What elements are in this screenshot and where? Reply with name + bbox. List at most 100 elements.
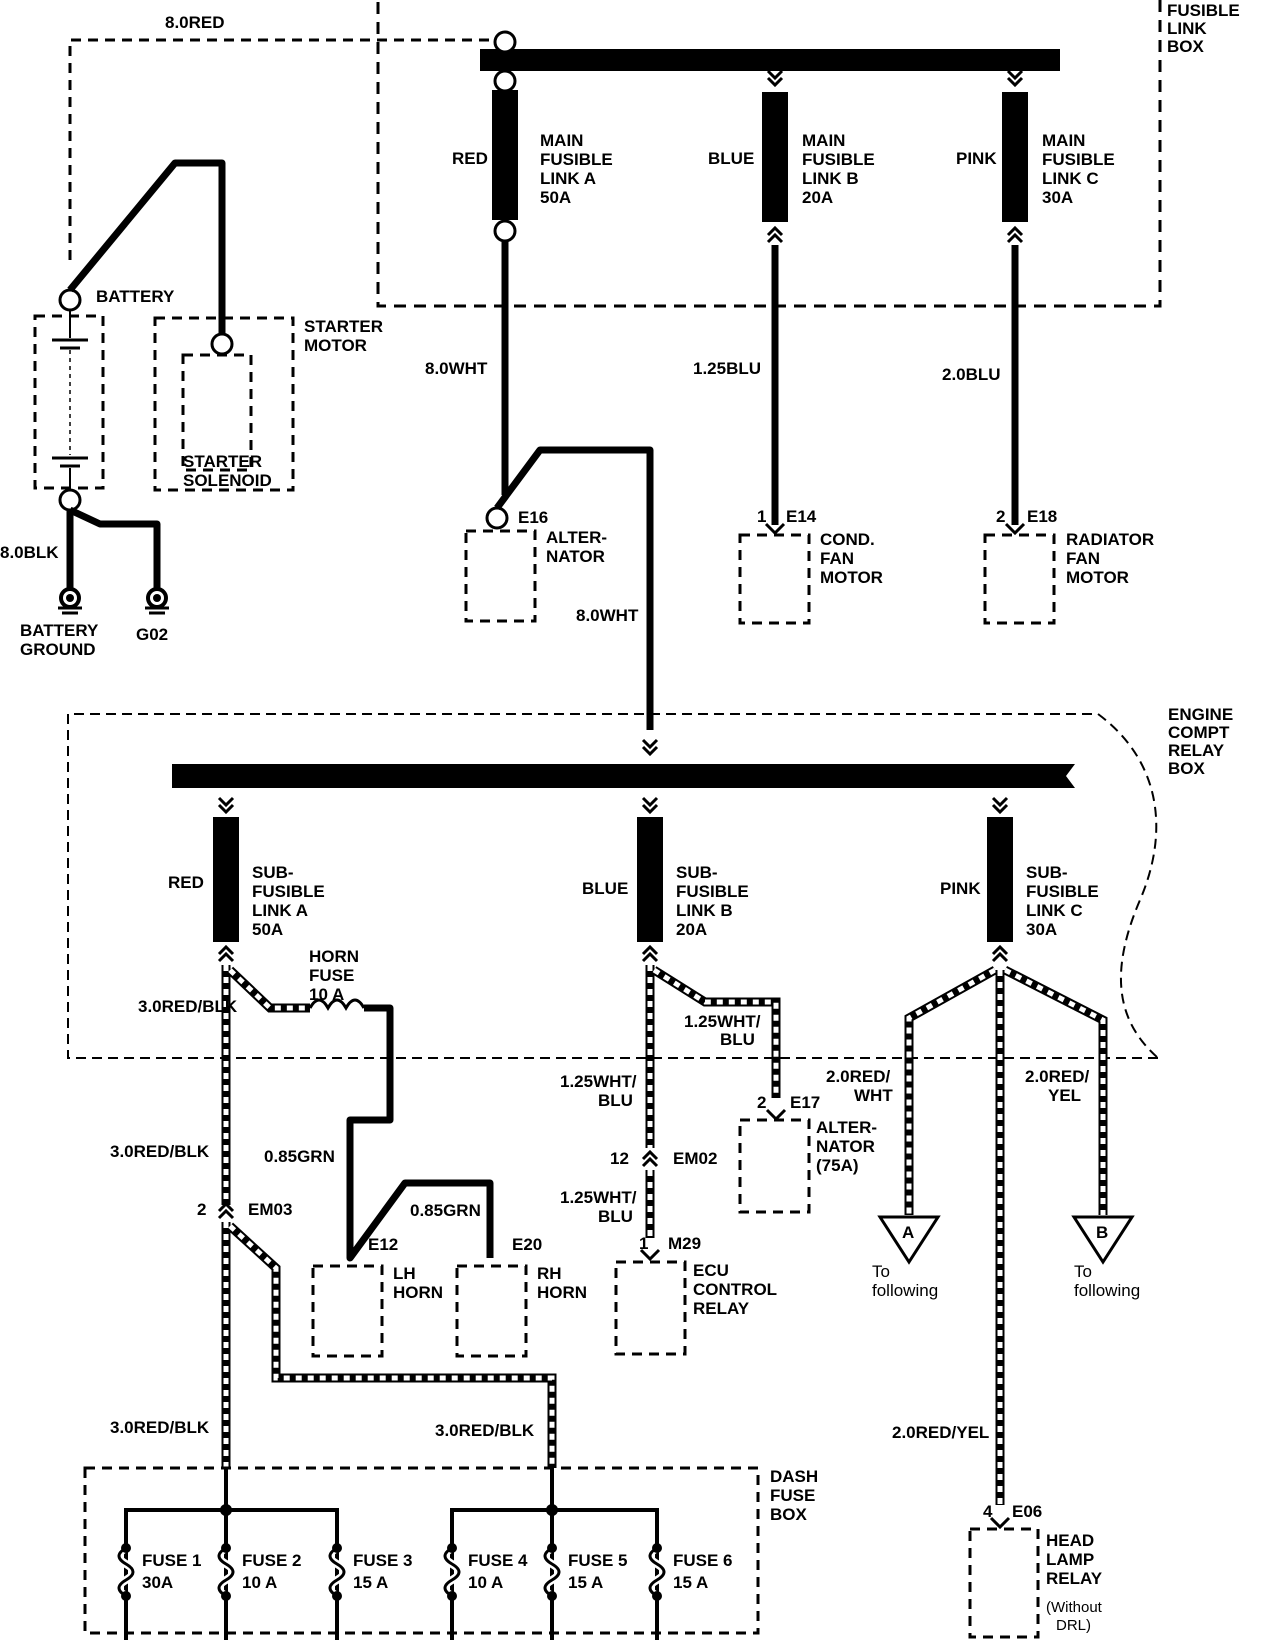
alternator-connector: E16 [518,508,548,527]
offpage-a-letter: A [902,1223,914,1242]
cond-fan-label: COND. FAN MOTOR [820,530,883,587]
offpage-connector-b: B To following [1071,1215,1140,1300]
main-fusible-link-a-color: RED [452,149,488,168]
em02-id: EM02 [673,1149,717,1168]
offpage-b-text: To following [1074,1262,1140,1300]
link-a-output-wire: 8.0WHT [425,241,509,495]
battery: BATTERY [33,287,175,512]
battery-label: BATTERY [96,287,175,306]
horn-fuse-symbol [308,998,366,1012]
e20-connector: E20 [512,1235,542,1254]
relay-box-title: ENGINE COMPT RELAY BOX [1168,705,1238,778]
battery-feed-wire: 8.0RED [68,13,500,260]
offpage-connector-a: A To following [872,1215,941,1300]
main-fusible-link-c-color: PINK [956,149,997,168]
alternator-output-wire-label: 8.0WHT [576,606,639,625]
main-fusible-link-c: PINK MAIN FUSIBLE LINK C 30A [956,69,1119,244]
battery-starter-cable [67,159,226,335]
head-lamp-relay: 4 E06 HEAD LAMP RELAY (Without DRL) [968,1502,1106,1639]
head-lamp-relay-label: HEAD LAMP RELAY [1046,1531,1103,1588]
link-c-output-wire-label: 2.0BLU [942,365,1001,384]
link-a-output-wire-label: 8.0WHT [425,359,488,378]
starter-solenoid-terminal [210,332,234,356]
alternator-output-wire: 8.0WHT [494,446,654,730]
cond-fan-pin: 1 [757,507,766,526]
sub-fusible-link-a: RED SUB- FUSIBLE LINK A 50A [168,796,325,963]
red-yel-wire-label-1: 2.0RED/ YEL [1025,1067,1094,1105]
dash-fuse-box: DASH FUSE BOX [83,1466,823,1640]
starter-motor-label: STARTER MOTOR [304,317,388,355]
engine-compt-relay-box: ENGINE COMPT RELAY BOX [67,705,1238,1059]
radiator-fan-motor: 2 E18 RADIATOR FAN MOTOR [983,507,1159,625]
sub-fusible-link-c-color: PINK [940,879,981,898]
fusible-link-box: FUSIBLE LINK BOX [376,0,1244,308]
e06-id: E06 [1012,1502,1042,1521]
horn-branch-wire: HORN FUSE 10 A 0.85GRN 0.85GRN [226,947,494,1262]
alternator-75a: 2 E17 ALTER- NATOR (75A) [738,1093,882,1214]
wht-blu-wire-label-1: 1.25WHT/ BLU [684,1012,765,1049]
link-b-output-wire: 1.25BLU [693,245,779,525]
cond-fan-motor: 1 E14 COND. FAN MOTOR [738,507,883,625]
starter-solenoid-label: STARTER SOLENOID [183,452,272,490]
horn-fuse-label: HORN FUSE 10 A [309,947,364,1004]
battery-feed-wire-label: 8.0RED [165,13,225,32]
connector-em03: 2 EM03 [197,1200,292,1220]
sub-bus-bar [172,764,1075,788]
sub-fusible-link-c: PINK SUB- FUSIBLE LINK C 30A [940,796,1103,963]
red-wht-red-yel-wires: 2.0RED/ WHT 2.0RED/ YEL 2.0RED/YEL [826,965,1108,1505]
radiator-fan-label: RADIATOR FAN MOTOR [1066,530,1159,587]
alternator-75a-label: ALTER- NATOR (75A) [816,1118,882,1175]
dash-fuse-box-title: DASH FUSE BOX [770,1467,823,1524]
sub-fusible-link-c-label: SUB- FUSIBLE LINK C 30A [1026,863,1103,939]
battery-positive-terminal [58,288,82,312]
alternator-upper: E16 ALTER- NATOR [464,506,612,623]
e17-pin: 2 [757,1093,766,1112]
sub-fusible-link-b: BLUE SUB- FUSIBLE LINK B 20A [582,796,749,963]
wht-blu-wire-label-2: 1.25WHT/ BLU [560,1072,641,1110]
alternator-label: ALTER- NATOR [546,528,612,566]
battery-ground-circuit: 8.0BLK BATTERY GROUND G02 [0,506,171,659]
red-blk-wire-label-1: 3.0RED/BLK [138,997,238,1016]
cond-fan-connector: E14 [786,507,817,526]
lh-horn: E12 LH HORN [311,1235,443,1358]
lh-horn-label: LH HORN [393,1264,443,1302]
main-fusible-link-c-label: MAIN FUSIBLE LINK C 30A [1042,131,1119,207]
rh-horn: E20 RH HORN [455,1235,587,1358]
m29-id: M29 [668,1234,701,1253]
red-blk-wire-label-4: 3.0RED/BLK [435,1421,535,1440]
m29-pin: 1 [639,1234,648,1253]
e06-pin: 4 [983,1502,993,1521]
em02-pin: 12 [610,1149,629,1168]
g02-label: G02 [136,625,168,644]
radiator-fan-connector: E18 [1027,507,1057,526]
em03-id: EM03 [248,1200,292,1219]
radiator-fan-pin: 2 [996,507,1005,526]
ecu-control-relay: 1 M29 ECU CONTROL RELAY [614,1234,777,1356]
link-b-output-wire-label: 1.25BLU [693,359,761,378]
fusible-link-box-title: FUSIBLE LINK BOX [1167,1,1244,56]
red-wht-wire-label: 2.0RED/ WHT [826,1067,895,1105]
red-blk-lower-wires: 3.0RED/BLK 3.0RED/BLK [110,1222,557,1468]
main-fusible-link-b-color: BLUE [708,149,754,168]
starter-motor: STARTER MOTOR STARTER SOLENOID [153,316,388,492]
red-blk-wire-label-2: 3.0RED/BLK [110,1142,210,1161]
link-c-output-wire: 2.0BLU [942,245,1019,525]
main-bus-input-terminal [493,30,517,54]
e17-id: E17 [790,1093,820,1112]
alternator-terminal [485,506,509,530]
red-yel-wire-label-2: 2.0RED/YEL [892,1423,989,1442]
head-lamp-relay-note: (Without DRL) [1046,1599,1106,1634]
grn-wire-label-1: 0.85GRN [264,1147,335,1166]
